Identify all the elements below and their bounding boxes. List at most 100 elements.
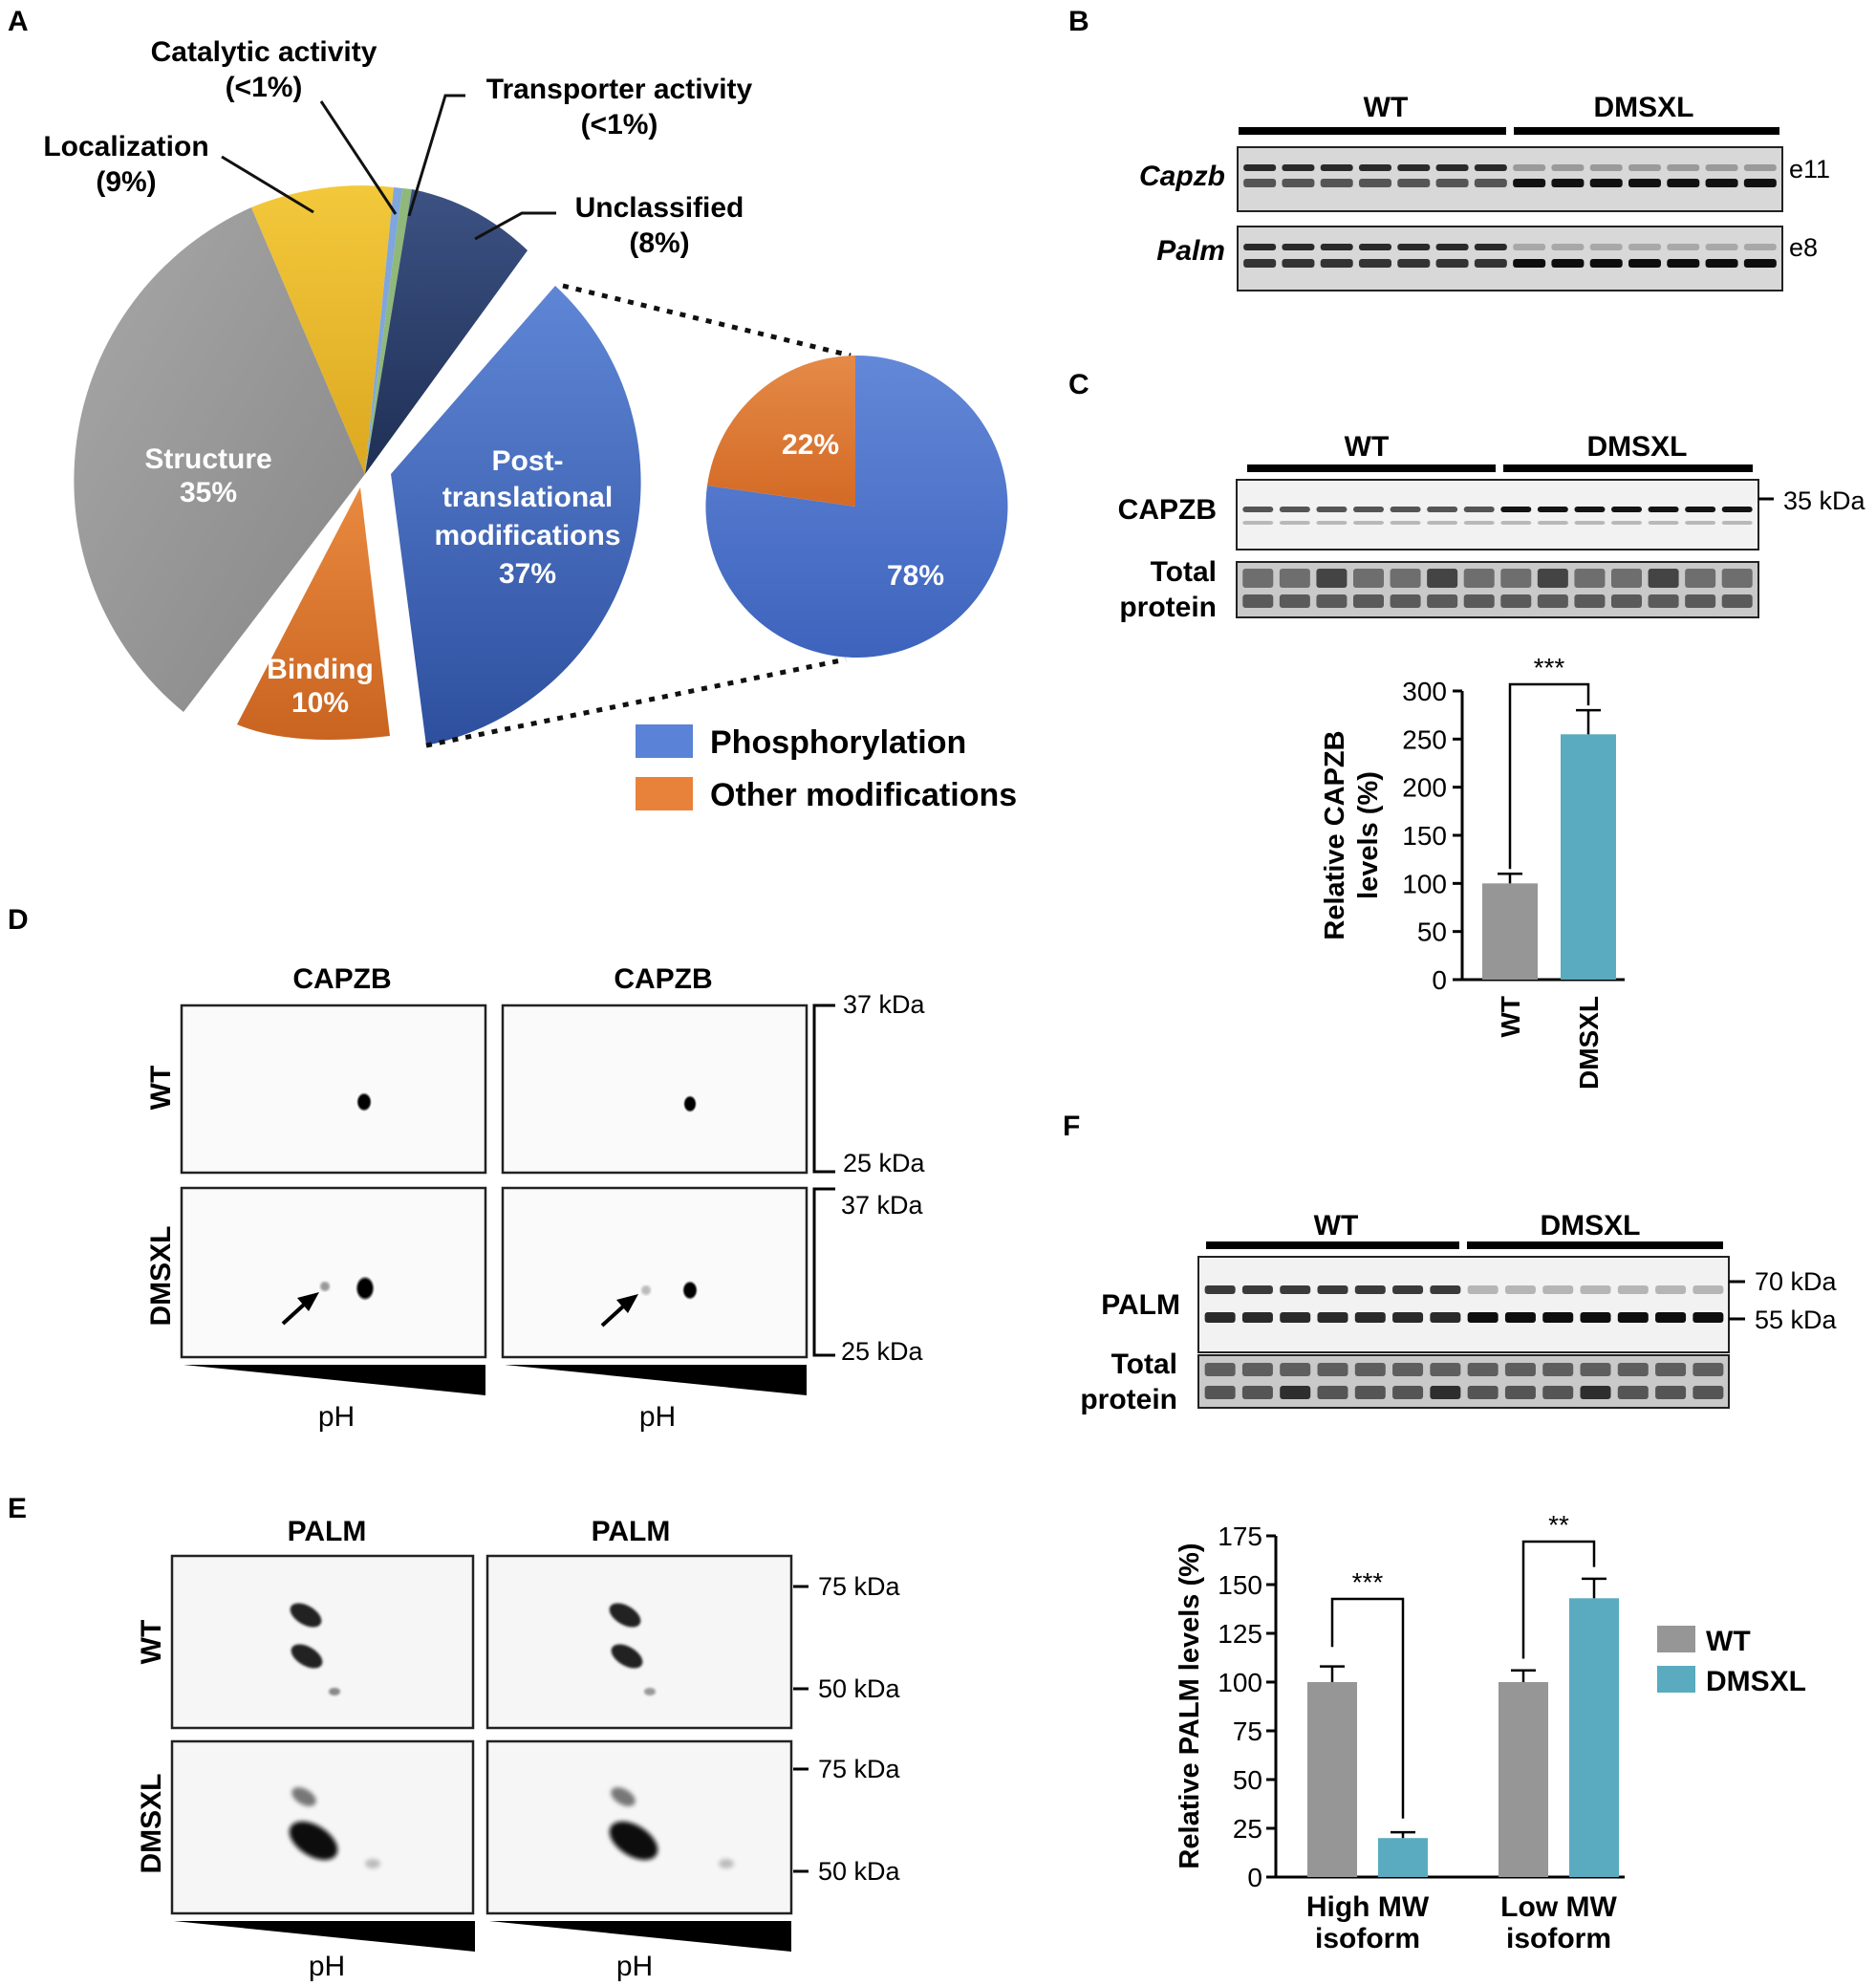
band xyxy=(1611,594,1642,608)
band xyxy=(1685,569,1716,588)
y-tick-label: 100 xyxy=(1218,1668,1262,1697)
ph-label-e-1: pH xyxy=(309,1951,345,1982)
ph-gradient-e-1 xyxy=(174,1921,475,1952)
band xyxy=(1242,594,1274,608)
panel-letter-a: A xyxy=(8,6,29,37)
legend-swatch-wt xyxy=(1657,1626,1695,1652)
blot-label-capzb: CAPZB xyxy=(1118,494,1217,526)
x-tick-label: WT xyxy=(1496,996,1525,1038)
band xyxy=(1279,507,1310,512)
band xyxy=(1204,1312,1236,1323)
group-label-dmsxl-c: DMSXL xyxy=(1587,431,1688,463)
y-tick-label: 150 xyxy=(1402,821,1447,851)
band xyxy=(1390,521,1421,525)
band xyxy=(1474,244,1507,250)
marker-e-50-top: 50 kDa xyxy=(818,1674,901,1703)
band xyxy=(1467,1285,1499,1294)
slice-structure xyxy=(74,207,366,712)
band xyxy=(1685,507,1716,512)
panel-letter-e: E xyxy=(8,1493,27,1524)
band xyxy=(1655,1386,1687,1399)
marker-d-37-bottom: 37 kDa xyxy=(841,1191,924,1220)
col-title-e-1: PALM xyxy=(288,1516,367,1547)
y-tick-label: 50 xyxy=(1417,917,1447,947)
blot-bands-capzb xyxy=(1242,507,1753,525)
band xyxy=(1504,1363,1536,1376)
band xyxy=(1705,259,1738,268)
y-tick-label: 175 xyxy=(1218,1522,1262,1551)
leader-localization xyxy=(221,155,314,214)
x-tick-label: Low MW xyxy=(1500,1891,1617,1923)
band xyxy=(1317,1285,1348,1294)
band xyxy=(1721,569,1753,588)
band xyxy=(1467,1363,1499,1376)
band xyxy=(1667,259,1700,268)
significance-bracket xyxy=(1330,1597,1405,1819)
bar-dmsxl xyxy=(1561,734,1616,980)
band xyxy=(1628,164,1661,171)
band xyxy=(1500,507,1532,512)
slice-binding xyxy=(237,487,390,740)
panel-f: F WT DMSXL PALM 70 kDa 55 kDa Total prot… xyxy=(1063,1111,1838,1954)
leader-transporter xyxy=(407,94,465,217)
y-tick-label: 150 xyxy=(1218,1570,1262,1600)
band xyxy=(1359,179,1391,187)
blot-bands-palm xyxy=(1204,1285,1724,1323)
band xyxy=(1580,1312,1611,1323)
band xyxy=(1617,1285,1649,1294)
loading-label-2-f: protein xyxy=(1080,1384,1177,1415)
band xyxy=(1241,1363,1273,1376)
band xyxy=(1648,507,1679,512)
spot-d-dmsxl-2 xyxy=(682,1281,698,1300)
band xyxy=(1279,594,1310,608)
band xyxy=(1721,521,1753,525)
band xyxy=(1354,1363,1386,1376)
band xyxy=(1743,244,1777,250)
label-structure: Structure xyxy=(144,443,271,475)
band xyxy=(1667,244,1700,250)
band xyxy=(1537,507,1568,512)
subslice-phosphorylation xyxy=(705,355,1008,658)
band xyxy=(1574,594,1606,608)
band xyxy=(1467,1312,1499,1323)
band xyxy=(1500,594,1532,608)
spots-e-wt-2 xyxy=(609,1603,656,1695)
zoom-line-top xyxy=(562,283,852,358)
band xyxy=(1354,1285,1386,1294)
significance-label: ** xyxy=(1548,1510,1569,1540)
band xyxy=(1617,1363,1649,1376)
band xyxy=(1435,244,1469,250)
spot-d-dmsxl-2-acidic xyxy=(641,1285,651,1295)
band xyxy=(1316,507,1348,512)
marker-label-35: 35 kDa xyxy=(1783,486,1866,515)
band xyxy=(1542,1312,1574,1323)
slice-transporter xyxy=(365,188,412,474)
band xyxy=(1204,1386,1236,1399)
band xyxy=(1504,1386,1536,1399)
label-other-pct: 22% xyxy=(782,429,839,461)
legend-label-other: Other modifications xyxy=(710,777,1017,813)
blot-e-wt-1 xyxy=(170,1554,475,1730)
band xyxy=(1474,179,1507,187)
significance-label: *** xyxy=(1352,1567,1384,1597)
group-label-wt-c: WT xyxy=(1345,431,1390,463)
blot-capzb xyxy=(1236,479,1759,550)
band xyxy=(1655,1312,1687,1323)
band xyxy=(1463,594,1495,608)
band xyxy=(1242,569,1274,588)
arrow-icon xyxy=(600,1294,638,1328)
blot-d-dmsxl-2 xyxy=(501,1186,809,1359)
panel-letter-c: C xyxy=(1068,369,1089,400)
col-title-d-2: CAPZB xyxy=(614,963,712,995)
bar-dmsxl-2 xyxy=(1569,1598,1619,1877)
band xyxy=(1242,521,1274,525)
band xyxy=(1693,1285,1724,1294)
blot-palm xyxy=(1197,1256,1730,1353)
band xyxy=(1551,164,1585,171)
spot-d-wt-2 xyxy=(683,1095,697,1112)
band xyxy=(1241,1285,1273,1294)
band xyxy=(1427,594,1458,608)
band xyxy=(1204,1363,1236,1376)
band xyxy=(1551,244,1585,250)
label-binding: Binding xyxy=(267,654,374,685)
